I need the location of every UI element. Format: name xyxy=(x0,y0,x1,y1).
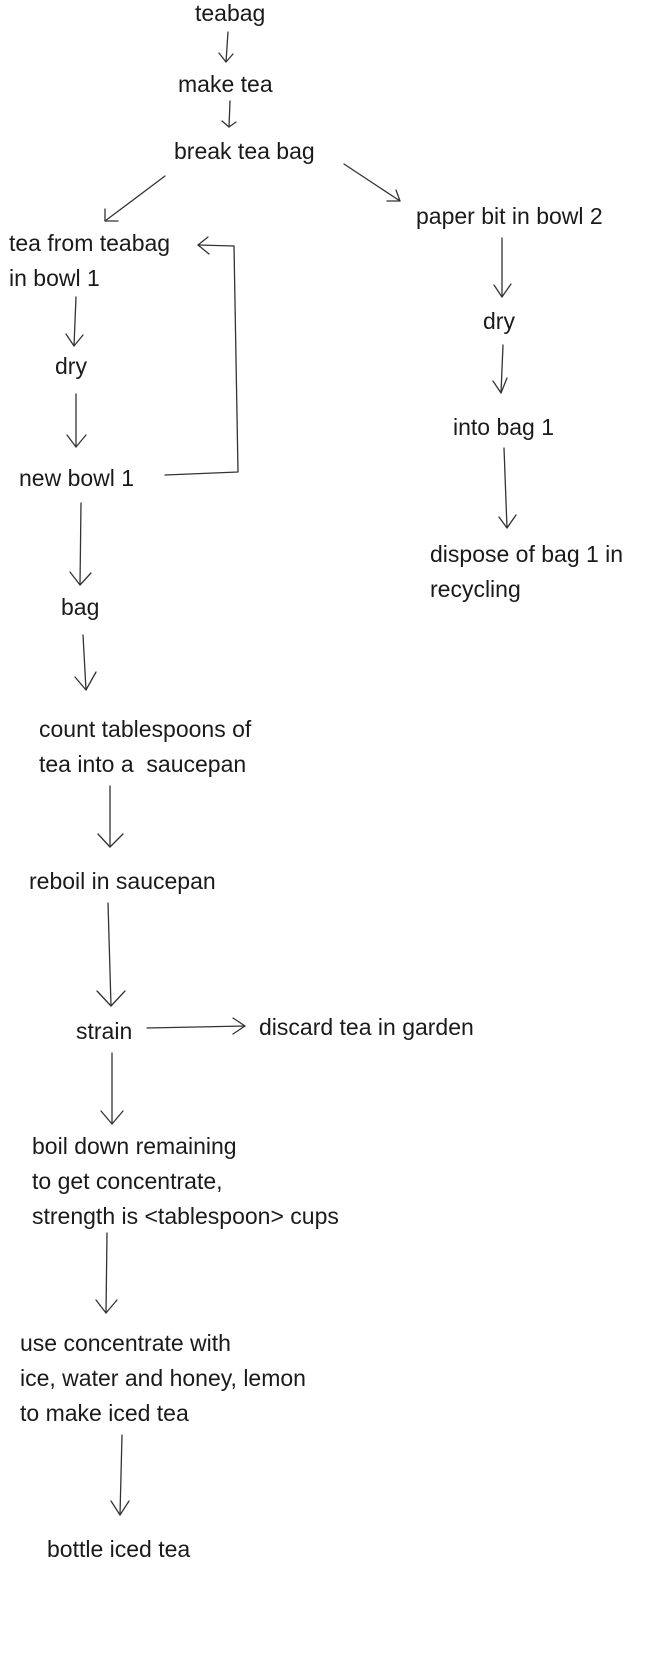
arrow-strain-to-boil-down xyxy=(100,1052,124,1125)
arrow-strain-to-discard xyxy=(146,1017,246,1035)
arrow-break-to-paper-bit xyxy=(343,163,401,202)
arrow-paper-bit-to-dry xyxy=(493,237,512,298)
node-teabag: teabag xyxy=(195,0,266,26)
arrow-count-to-reboil xyxy=(97,785,124,848)
arrow-dry-to-into-bag xyxy=(492,344,508,394)
arrow-teabag-to-make-tea xyxy=(218,31,234,63)
node-strain: strain xyxy=(76,1018,133,1044)
node-tea-from-teabag: tea from teabag in bowl 1 xyxy=(9,230,171,291)
arrow-dry-to-new-bowl xyxy=(66,393,87,448)
arrow-reboil-to-strain xyxy=(96,902,126,1007)
node-paper-bit-in-bowl-2: paper bit in bowl 2 xyxy=(416,203,603,229)
arrow-bag-to-count xyxy=(74,634,97,691)
node-new-bowl-1: new bowl 1 xyxy=(19,465,135,491)
node-make-tea: make tea xyxy=(178,71,273,97)
node-use-concentrate: use concentrate with ice, water and hone… xyxy=(20,1330,306,1426)
node-reboil-in-saucepan: reboil in saucepan xyxy=(29,868,216,894)
node-dispose-of-bag-1: dispose of bag 1 in recycling xyxy=(430,541,624,602)
arrow-use-concentrate-to-bottle xyxy=(110,1434,130,1516)
node-bag: bag xyxy=(61,594,100,620)
node-dry-left: dry xyxy=(55,353,87,379)
node-dry-right: dry xyxy=(483,308,515,334)
arrow-make-tea-to-break-tea-bag xyxy=(221,100,237,128)
arrow-new-bowl-to-bag xyxy=(69,502,92,586)
node-break-tea-bag: break tea bag xyxy=(174,138,315,164)
node-boil-down-remaining: boil down remaining to get concentrate, … xyxy=(32,1133,339,1229)
arrow-into-bag-to-dispose xyxy=(498,447,517,529)
node-bottle-iced-tea: bottle iced tea xyxy=(47,1536,191,1562)
node-into-bag-1: into bag 1 xyxy=(453,414,555,440)
node-count-tablespoons: count tablespoons of tea into a saucepan xyxy=(39,716,252,777)
node-discard-tea-in-garden: discard tea in garden xyxy=(259,1014,474,1040)
arrow-break-to-tea-from-teabag xyxy=(104,175,166,222)
arrow-new-bowl-loop-back xyxy=(164,236,239,476)
arrow-tea-from-teabag-to-dry xyxy=(65,296,84,347)
arrow-boil-down-to-use-concentrate xyxy=(95,1232,118,1314)
